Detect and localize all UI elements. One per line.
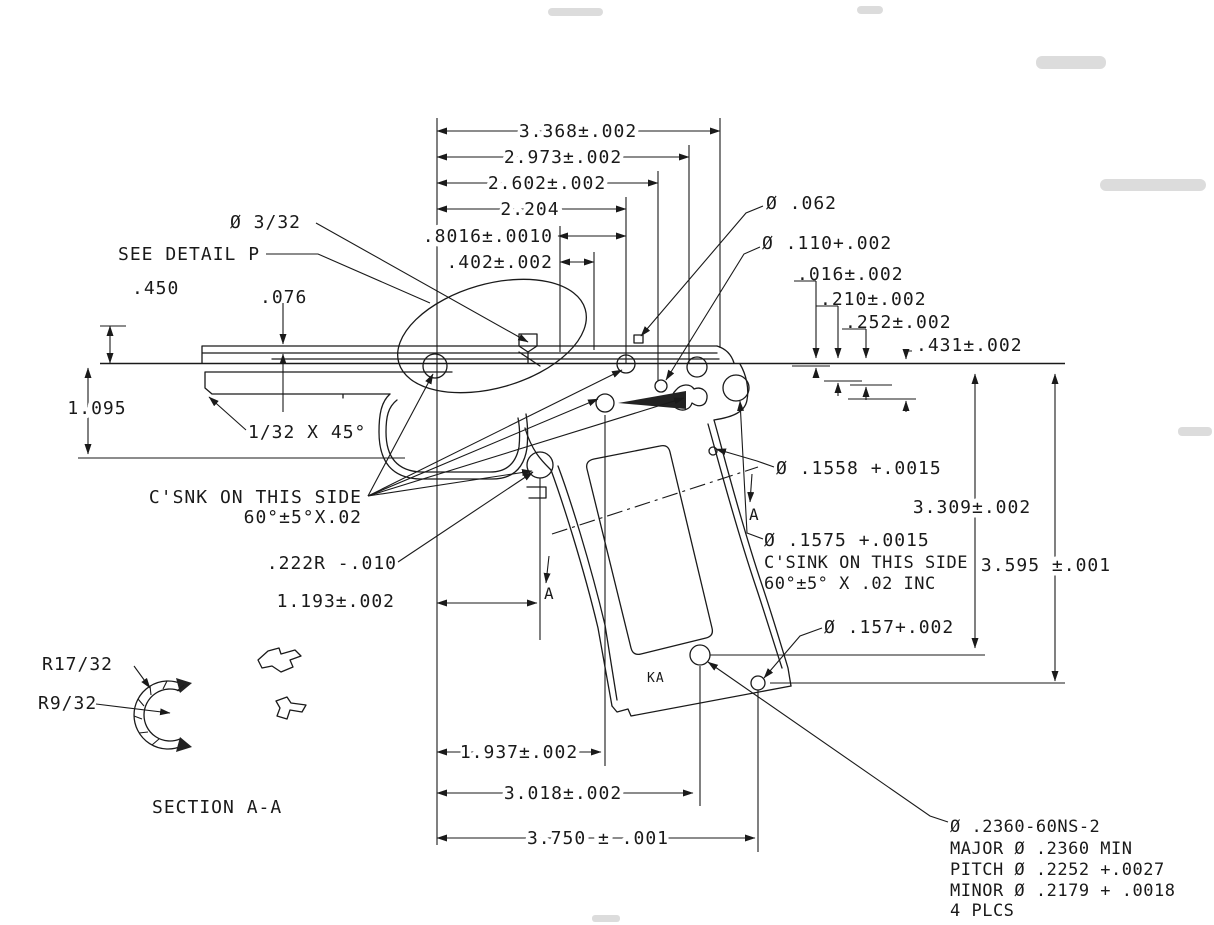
dim-016-label: .016±.002 bbox=[797, 264, 904, 285]
dim-2973-label: 2.973±.002 bbox=[504, 147, 622, 168]
crescent-tip-bottom bbox=[176, 737, 192, 752]
grip-bushing-hole bbox=[689, 644, 711, 666]
dia-157-label: Ø .157+.002 bbox=[824, 617, 954, 638]
csnk-line2-label: 60°±5°X.02 bbox=[244, 507, 362, 528]
dim-402-label: .402±.002 bbox=[446, 252, 553, 273]
ka-mark-label: KA bbox=[647, 671, 665, 686]
trigger-pin-hole bbox=[595, 393, 615, 413]
labels: 3.368±.002 2.973±.002 2.602±.002 2.204 .… bbox=[38, 117, 1175, 922]
guard-grip-junction bbox=[524, 427, 552, 499]
r9-leader bbox=[95, 703, 171, 716]
dia-062-label: Ø .062 bbox=[766, 193, 837, 214]
dimension-lines bbox=[84, 127, 1059, 842]
dia-157-leader bbox=[763, 627, 823, 679]
grip-panel bbox=[586, 444, 714, 656]
r9-32-label: R9/32 bbox=[38, 693, 97, 714]
dim-3309-label: 3.309±.002 bbox=[913, 497, 1031, 518]
rail-end-curve bbox=[716, 345, 735, 364]
dim-3595-label: 3.595 ±.001 bbox=[981, 555, 1111, 576]
hammer-pin-hole bbox=[686, 356, 708, 378]
trigger-guard-outer bbox=[378, 393, 529, 480]
csink-line2-label: 60°±5° X .02 INC bbox=[764, 574, 936, 594]
crescent-outer bbox=[133, 680, 183, 750]
thread-spec-label: Ø .2360-60NS-2 bbox=[950, 817, 1100, 837]
section-arrow-left bbox=[543, 555, 551, 584]
section-arrow-a-right-label: A bbox=[749, 505, 759, 524]
see-detail-p-label: SEE DETAIL P bbox=[118, 244, 260, 265]
dim-210-label: .210±.002 bbox=[820, 289, 927, 310]
csnk-fan-5 bbox=[367, 397, 685, 497]
dust-cover bbox=[204, 371, 453, 399]
dia-3-32-label: Ø 3/32 bbox=[230, 212, 301, 233]
frame-holes bbox=[422, 334, 766, 691]
frame-outline bbox=[201, 278, 792, 717]
sear-pin-hole bbox=[654, 379, 668, 393]
thread-leader bbox=[707, 661, 949, 823]
section-aa-label: SECTION A-A bbox=[152, 797, 282, 818]
rail-lines bbox=[201, 345, 720, 364]
ejector-pad bbox=[633, 334, 644, 344]
scan-artifacts bbox=[548, 6, 1212, 922]
dia-110-label: Ø .110+.002 bbox=[762, 233, 892, 254]
dia-1575-leader bbox=[737, 400, 764, 540]
dim-2204-label: 2.204 bbox=[500, 199, 559, 220]
section-part-1 bbox=[257, 647, 302, 673]
chamfer-leader bbox=[208, 396, 247, 431]
dim-3750-label: 3.750 ± .001 bbox=[527, 828, 669, 849]
r17-leader bbox=[133, 665, 151, 689]
leader-lines bbox=[95, 205, 949, 823]
thread-major-label: MAJOR Ø .2360 MIN bbox=[950, 839, 1133, 859]
thumb-safety-hole bbox=[722, 374, 750, 402]
mainspring-pin-hole bbox=[750, 675, 766, 691]
csnk-fan-2 bbox=[367, 469, 533, 497]
crescent-hatch bbox=[133, 680, 185, 746]
csnk-fan-1 bbox=[367, 373, 434, 497]
thread-pitch-label: PITCH Ø .2252 +.0027 bbox=[950, 860, 1165, 880]
dia-3-32-leader bbox=[315, 222, 529, 343]
r17-32-label: R17/32 bbox=[42, 654, 113, 675]
csink-line1-label: C'SINK ON THIS SIDE bbox=[764, 553, 968, 573]
dim-450-label: .450 bbox=[132, 278, 179, 299]
dim-1193-label: 1.193±.002 bbox=[277, 591, 395, 612]
dim-431-label: .431±.002 bbox=[916, 335, 1023, 356]
dim-1937-label: 1.937±.002 bbox=[460, 742, 578, 763]
slide-stop-hole bbox=[422, 353, 448, 379]
chamfer-label: 1/32 X 45° bbox=[248, 422, 366, 443]
dim-8016-label: .8016±.0010 bbox=[423, 226, 553, 247]
trigger-guard-inner bbox=[385, 399, 521, 473]
dia-1575-label: Ø .1575 +.0015 bbox=[764, 530, 930, 551]
dia-110-leader bbox=[665, 246, 761, 381]
dim-076-label: .076 bbox=[260, 287, 307, 308]
dim-3018-label: 3.018±.002 bbox=[504, 783, 622, 804]
mag-well-bottom bbox=[611, 685, 792, 717]
csnk-fan-4 bbox=[367, 369, 623, 497]
extension-lines bbox=[78, 118, 1065, 852]
detail-p-ellipse bbox=[397, 278, 587, 394]
section-arrow-right bbox=[747, 473, 755, 503]
plunger-hole bbox=[526, 451, 554, 479]
section-part-2 bbox=[275, 696, 307, 720]
dim-252-label: .252±.002 bbox=[845, 312, 952, 333]
dia-1558-leader bbox=[715, 448, 775, 468]
dia-062-leader bbox=[640, 205, 764, 337]
crescent-inner bbox=[143, 688, 181, 742]
dim-2602-label: 2.602±.002 bbox=[488, 173, 606, 194]
thread-minor-label: MINOR Ø .2179 + .0018 bbox=[950, 881, 1175, 901]
see-detail-leader bbox=[266, 253, 431, 304]
section-cut-line bbox=[551, 466, 759, 535]
section-arrow-a-left-label: A bbox=[544, 584, 554, 603]
csnk-line1-label: C'SNK ON THIS SIDE bbox=[149, 487, 362, 508]
radius-222-label: .222R -.010 bbox=[267, 553, 397, 574]
front-strap bbox=[550, 465, 618, 707]
thread-plcs-label: 4 PLCS bbox=[950, 901, 1014, 921]
feed-ramp-wedge bbox=[618, 391, 686, 409]
rear-frame bbox=[713, 363, 749, 421]
section-aa-figure bbox=[133, 647, 307, 752]
radius-leader bbox=[397, 471, 534, 563]
csnk-fan-3 bbox=[367, 398, 599, 497]
dim-3368-label: 3.368±.002 bbox=[519, 121, 637, 142]
dim-1095-label: 1.095 bbox=[67, 398, 126, 419]
dia-1558-label: Ø .1558 +.0015 bbox=[776, 458, 942, 479]
